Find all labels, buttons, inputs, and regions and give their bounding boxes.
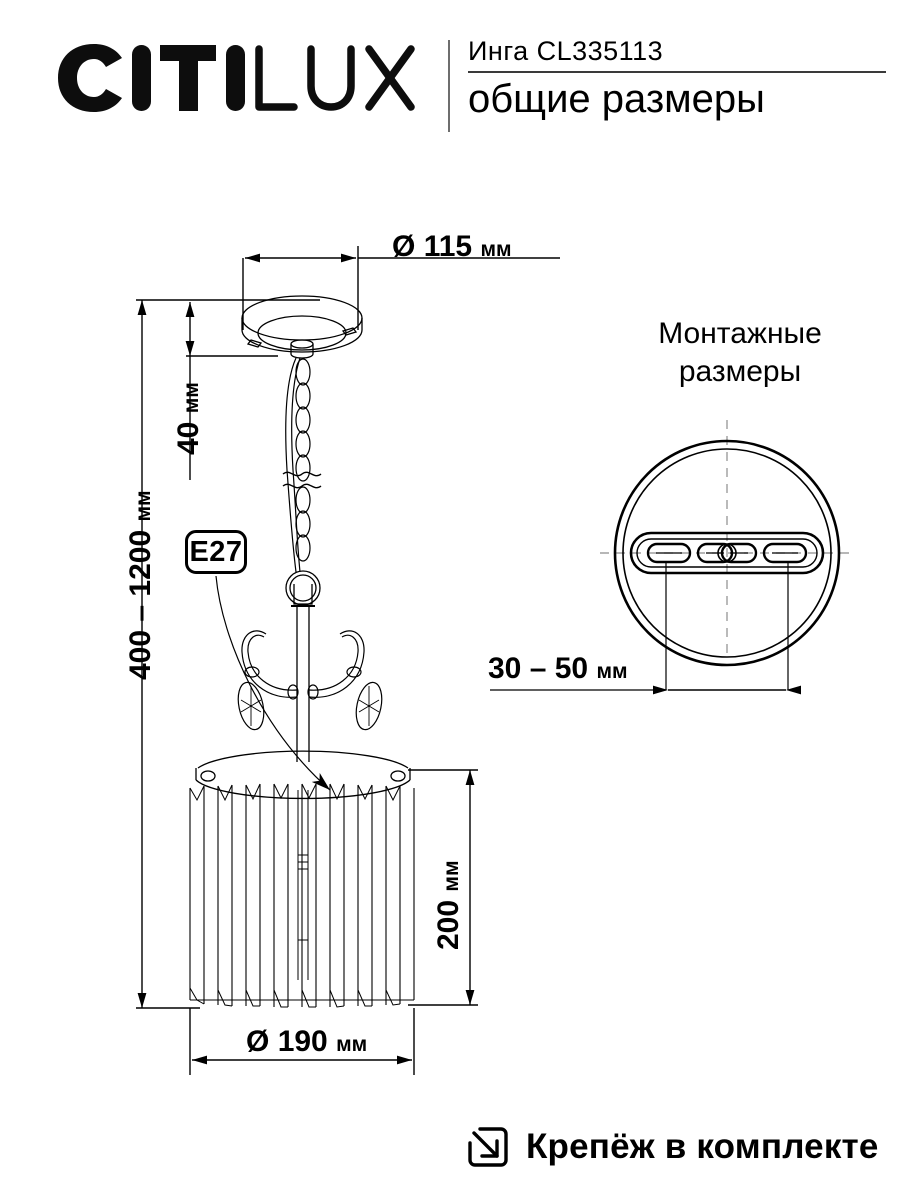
suspension-chain — [282, 357, 322, 573]
header-text-block: Инга CL335113 общие размеры — [468, 34, 888, 123]
socket-type-badge: E27 — [185, 530, 247, 574]
dimension-shade-diameter — [189, 1008, 415, 1075]
dimension-shade-height — [408, 769, 478, 1006]
mounting-title-line2: размеры — [678, 355, 802, 388]
canopy-diameter-value: 115 — [423, 230, 473, 263]
shade-diameter-unit: мм — [336, 1033, 368, 1056]
label-shade-height: 200 мм — [432, 861, 466, 950]
model-name: Инга CL335113 — [468, 36, 664, 66]
label-bracket-span: 30 – 50 мм — [488, 652, 628, 686]
dimension-canopy-height — [185, 302, 278, 480]
box-arrow-down-right-icon — [468, 1127, 508, 1167]
footer-note-text: Крепёж в комплекте — [526, 1127, 879, 1166]
total-height-unit: мм — [132, 490, 155, 522]
mounting-diagram — [600, 420, 855, 690]
header: Инга CL335113 общие размеры — [0, 0, 900, 140]
label-total-height: 400 – 1200 мм — [124, 490, 158, 680]
bracket-span-value: 30 – 50 — [488, 652, 589, 685]
e27-leader-line — [215, 575, 331, 791]
label-canopy-diameter: Ø 115 мм — [392, 230, 512, 264]
canopy-diameter-unit: мм — [480, 238, 512, 261]
header-divider — [448, 40, 450, 132]
ceiling-canopy — [241, 295, 363, 359]
bracket-span-unit: мм — [596, 660, 628, 683]
page-title: общие размеры — [468, 76, 765, 121]
diameter-symbol: Ø — [392, 230, 416, 263]
center-stem — [296, 606, 310, 762]
citilux-logo — [56, 42, 428, 114]
label-shade-diameter: Ø 190 мм — [246, 1025, 367, 1059]
canopy-height-value: 40 — [172, 421, 205, 455]
crystal-shade — [189, 750, 415, 1008]
decorative-arms — [237, 630, 383, 731]
mounting-title-line1: Монтажные — [658, 317, 822, 350]
lamp-ring-connector — [285, 570, 321, 607]
shade-height-value: 200 — [432, 899, 465, 950]
diameter-symbol-shade: Ø — [246, 1025, 270, 1058]
footer-note: Крепёж в комплекте — [466, 1112, 879, 1182]
shade-diameter-value: 190 — [277, 1025, 328, 1058]
total-height-value: 400 – 1200 — [124, 529, 157, 680]
header-rule — [468, 71, 886, 73]
shade-height-unit: мм — [440, 860, 463, 892]
canopy-height-unit: мм — [180, 382, 203, 414]
socket-type-label: E27 — [189, 535, 243, 568]
label-canopy-height: 40 мм — [172, 382, 206, 455]
dimension-canopy-diameter — [242, 246, 560, 330]
mounting-diagram-title: Монтажные размеры — [600, 315, 880, 391]
